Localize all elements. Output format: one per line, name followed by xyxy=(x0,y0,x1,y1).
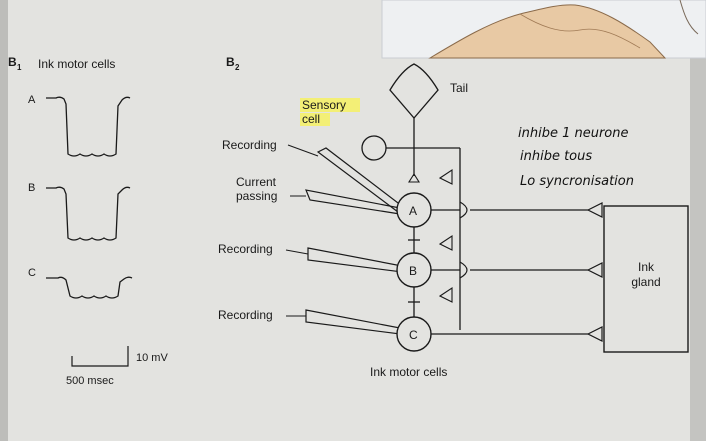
synapse-trunk-2 xyxy=(438,234,453,251)
gland-label-line1: Ink xyxy=(638,260,655,274)
trace-b-label: B xyxy=(28,182,35,194)
synapse-trunk-3 xyxy=(438,286,453,303)
current-label-line2: passing xyxy=(236,189,277,203)
synapse-gland-a xyxy=(586,202,603,218)
synapse-sensory-a xyxy=(408,172,420,183)
panel-b2-label: B xyxy=(226,55,235,69)
cell-b-label: B xyxy=(409,264,417,278)
synapse-gland-b xyxy=(586,262,603,278)
highlight-sensory xyxy=(300,98,360,112)
scale-voltage: 10 mV xyxy=(136,352,168,364)
panel-b1-title: Ink motor cells xyxy=(38,57,115,71)
sensory-label-line1: Sensory xyxy=(302,98,346,112)
highlight-cell xyxy=(300,113,330,126)
panel-b2-label-sub: 2 xyxy=(235,63,240,72)
panel-b1: B 1 Ink motor cells A B C 10 mV 500 msec xyxy=(8,55,168,387)
axon-b-crossing xyxy=(459,261,468,279)
panel-b2: B 2 Tail Sensory cell Recording Current … xyxy=(218,55,689,379)
panel-b1-label: B xyxy=(8,55,17,69)
axon-a-crossing xyxy=(459,201,468,219)
note-line-3: Lo syncronisation xyxy=(520,174,634,189)
trace-c-label: C xyxy=(28,267,36,279)
recording-label-1: Recording xyxy=(222,138,277,152)
note-line-1: inhibe 1 neurone xyxy=(518,126,629,141)
recording-leader-2 xyxy=(285,249,309,255)
cell-a-label: A xyxy=(409,204,417,218)
sensory-label-line2: cell xyxy=(302,112,320,126)
ink-gland xyxy=(603,205,689,353)
inset-photo xyxy=(381,0,706,59)
recording-label-3: Recording xyxy=(218,308,273,322)
synapse-trunk-1 xyxy=(438,168,453,185)
tail-label: Tail xyxy=(450,81,468,95)
tail-shape xyxy=(389,63,439,119)
motor-cells-caption: Ink motor cells xyxy=(370,365,447,379)
gland-label-line2: gland xyxy=(631,275,660,289)
recording-label-2: Recording xyxy=(218,242,273,256)
handwritten-notes: inhibe 1 neurone inhibe tous Lo syncroni… xyxy=(518,126,634,189)
scale-time: 500 msec xyxy=(66,375,114,387)
synapse-gland-c xyxy=(586,326,603,342)
cell-c-label: C xyxy=(409,328,418,342)
recording-leader-1 xyxy=(287,144,319,157)
note-line-2: inhibe tous xyxy=(520,149,592,164)
panel-b1-label-sub: 1 xyxy=(17,63,22,72)
trace-c xyxy=(46,276,133,299)
page-shadow-right xyxy=(690,0,706,441)
trace-a xyxy=(46,96,131,157)
page-shadow-left xyxy=(0,0,8,441)
trace-a-label: A xyxy=(28,94,36,106)
current-label-line1: Current xyxy=(236,175,277,189)
trace-b xyxy=(46,186,131,241)
scale-bar xyxy=(71,346,129,367)
